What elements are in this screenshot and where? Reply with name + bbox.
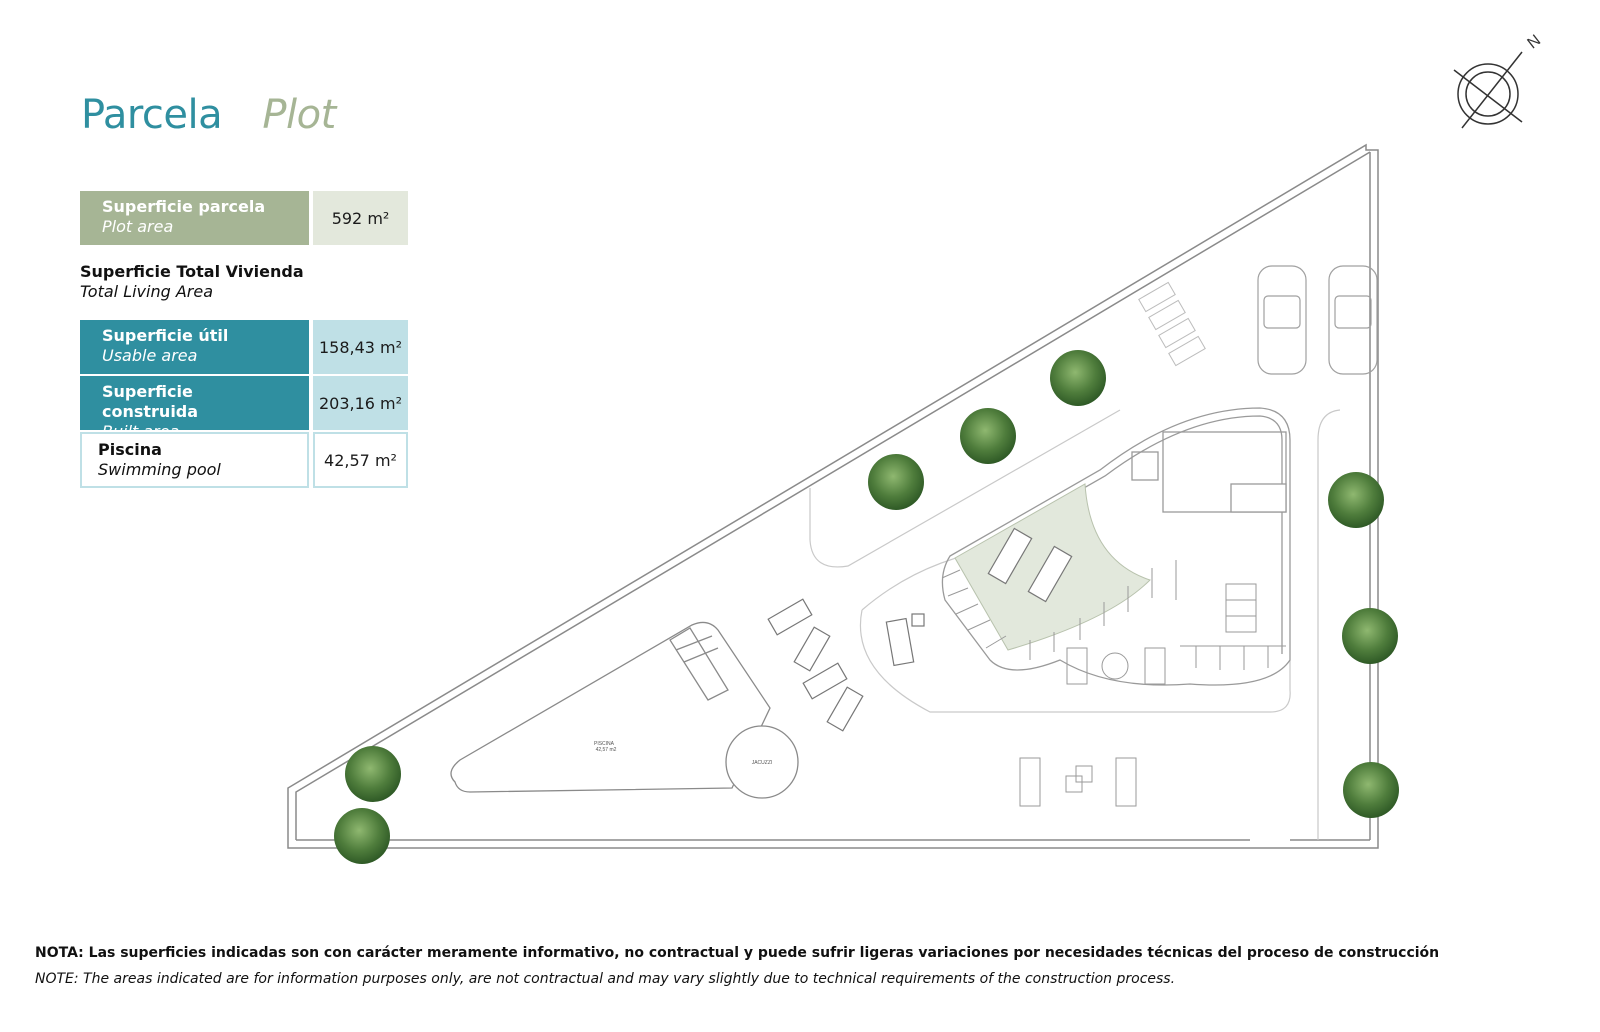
usable-area-label-en: Usable area [102,346,198,365]
pool-area-row: Piscina Swimming pool 42,57 m² [80,432,408,488]
built-area-label-es: Superficie construida [102,382,199,421]
total-living-heading: Superficie Total Vivienda Total Living A… [80,262,304,302]
terrace-slats [941,560,1286,670]
tree [345,746,401,802]
usable-area-value: 158,43 m² [313,320,408,374]
trees [334,350,1399,864]
usable-area-label-es: Superficie útil [102,326,229,345]
built-area-label-en: Built area [102,422,180,441]
tree [1050,350,1106,406]
pool-area-label-en: Swimming pool [98,460,221,479]
plot-area-row: Superficie parcela Plot area 592 m² [80,191,408,245]
tree [1343,762,1399,818]
compass-north-label: N [1525,32,1545,53]
pool-area-label-es: Piscina [98,440,162,459]
disclaimer-es: NOTA: Las superficies indicadas son con … [35,945,1440,961]
jacuzzi-label: JACUZZI [752,760,773,766]
title-es: Parcela [81,92,223,138]
usable-area-row: Superficie útil Usable area 158,43 m² [80,320,408,374]
pool-area-value: 42,57 m² [313,432,408,488]
built-area-row: Superficie construida Built area 203,16 … [80,376,408,441]
usable-area-label: Superficie útil Usable area [80,320,309,374]
total-living-label-es: Superficie Total Vivienda [80,262,304,281]
plot-area-label-en: Plot area [102,217,174,236]
terrace-seating [1066,647,1166,685]
tree [1342,608,1398,664]
pool-area-label-plan: 42,57 m2 [596,747,617,753]
tree [868,454,924,510]
jacuzzi [725,725,799,799]
north-compass-icon [1453,51,1523,129]
built-area-value: 203,16 m² [313,376,408,430]
disclaimer-notes: NOTA: Las superficies indicadas son con … [35,943,1439,989]
plot-area-label: Superficie parcela Plot area [80,191,309,245]
pool-label: PISCINA [594,741,615,747]
dining-table [1225,583,1257,633]
pool-sunbeds [767,598,925,732]
plot-boundary [287,143,1379,849]
parking-stripes [1138,281,1206,367]
page-title: Parcela Plot [81,92,336,138]
disclaimer-en: NOTE: The areas indicated are for inform… [35,971,1176,987]
title-en: Plot [262,92,336,138]
pool-area-label: Piscina Swimming pool [80,432,309,488]
built-area-label: Superficie construida Built area [80,376,309,441]
total-living-label-en: Total Living Area [80,282,214,301]
garden-seating [1019,757,1137,807]
tree [960,408,1016,464]
swimming-pool [450,621,771,793]
tree [1328,472,1384,528]
house-footprint [941,407,1291,686]
lawn-sunbeds [987,527,1073,603]
plot-area-label-es: Superficie parcela [102,197,266,216]
tree [334,808,390,864]
parked-cars [1257,265,1378,375]
plot-area-value: 592 m² [313,191,408,245]
